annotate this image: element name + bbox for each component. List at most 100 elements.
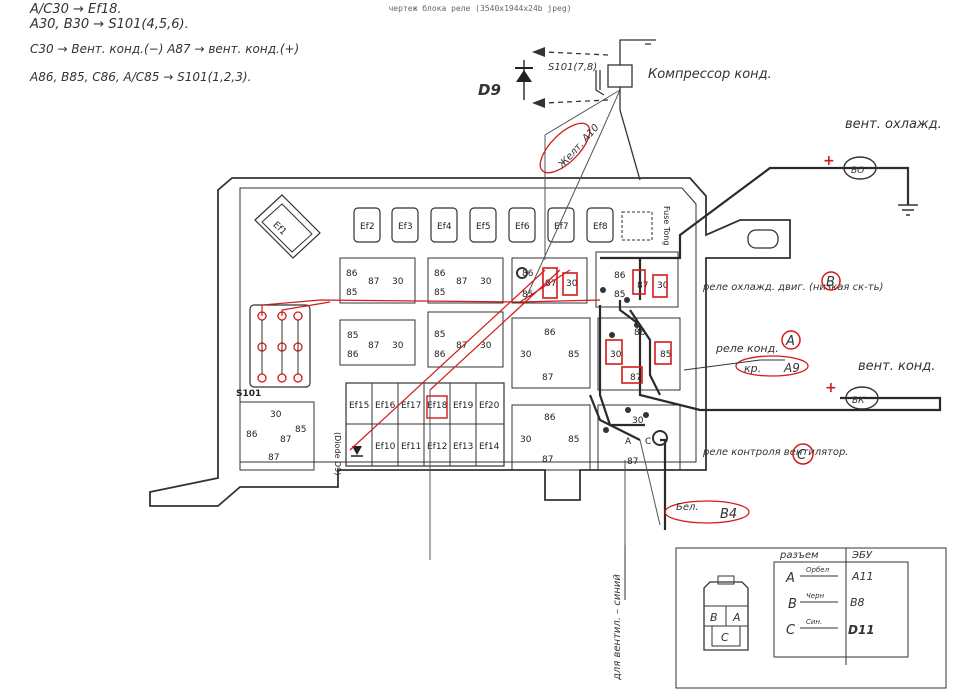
fuse-ef1: Ef1 bbox=[254, 194, 321, 259]
pin-30: 30 bbox=[657, 281, 669, 291]
compressor-assembly bbox=[544, 39, 656, 181]
pin-30: 30 bbox=[480, 341, 492, 351]
table-col1: разъем bbox=[779, 550, 819, 561]
table-row-c-wire: Син. bbox=[806, 618, 822, 626]
fan-radiator-plus: + bbox=[823, 153, 835, 169]
fan-condenser-symbol: ВК bbox=[852, 396, 865, 406]
fuse-ef7-label: Ef7 bbox=[554, 222, 569, 232]
fuse-grid: Ef15 Ef16 Ef17 Ef18 Ef19 Ef20 Ef10 Ef11 … bbox=[345, 382, 505, 467]
fuse-box-tab bbox=[747, 229, 779, 249]
fuse-ef3-label: Ef3 bbox=[398, 222, 413, 232]
pin-87: 87 bbox=[627, 457, 638, 467]
fuse-ef8 bbox=[586, 207, 614, 243]
vertical-label: для вентил. – синий bbox=[612, 574, 623, 681]
wire-red-annotation: кр. A9 bbox=[683, 355, 809, 377]
table-row-c-pin: C bbox=[786, 623, 796, 638]
pin-87: 87 bbox=[545, 279, 556, 289]
table-col2: ЭБУ bbox=[851, 550, 873, 561]
pin-30: 30 bbox=[632, 416, 644, 426]
top-fuse-row: Ef2 Ef3 Ef4 Ef5 Ef6 Ef7 Ef8 bbox=[353, 207, 614, 243]
circle-a-letter: A bbox=[785, 334, 795, 349]
pin-87: 87 bbox=[368, 277, 379, 287]
pin-87: 87 bbox=[542, 373, 553, 383]
pin-30: 30 bbox=[270, 410, 282, 420]
diode-d9-label: D9 bbox=[478, 81, 501, 99]
circle-c-letter: C bbox=[797, 448, 807, 463]
pin-table: разъем ЭБУ A Орбел A11 B Черн B8 C Син. … bbox=[675, 547, 947, 689]
pin-85: 85 bbox=[568, 350, 579, 360]
fuse-ef11-label: Ef11 bbox=[401, 442, 421, 452]
pin-highlights bbox=[542, 267, 672, 384]
fuse-ef7 bbox=[547, 207, 575, 243]
connector-pin-b: B bbox=[710, 611, 718, 624]
s101-connector: S101 bbox=[236, 304, 311, 399]
fuse-ef17-label: Ef17 bbox=[401, 401, 421, 411]
relay-b-label: реле охлажд. двиг. (низкая ск-ть) bbox=[702, 282, 883, 293]
pin-85: 85 bbox=[434, 288, 445, 298]
fuse-ef19-label: Ef19 bbox=[453, 401, 474, 411]
fuse-ef1-label: Ef1 bbox=[271, 220, 288, 237]
table-row-a-ecu: A11 bbox=[851, 570, 874, 583]
relay-c-label: реле контроля вентилятор. bbox=[702, 447, 849, 458]
switch-label: S101(7,8) bbox=[548, 62, 597, 73]
note-line-1: A/C30 → Ef18. bbox=[30, 2, 122, 17]
pin-85: 85 bbox=[346, 288, 357, 298]
pin-86: 86 bbox=[544, 413, 556, 423]
pin-86: 86 bbox=[434, 269, 446, 279]
pin-86: 86 bbox=[434, 350, 446, 360]
fan-radiator: ВО + bbox=[823, 153, 918, 216]
pin-85: 85 bbox=[347, 331, 358, 341]
compressor-label: Компрессор конд. bbox=[648, 67, 772, 82]
wires-pencil bbox=[429, 89, 661, 560]
pin-87: 87 bbox=[630, 373, 641, 383]
pin-87: 87 bbox=[542, 455, 553, 465]
fuse-ef8-label: Ef8 bbox=[593, 222, 608, 232]
pin-30: 30 bbox=[520, 435, 532, 445]
table-row-c-ecu: D11 bbox=[848, 623, 875, 637]
circle-b bbox=[821, 271, 841, 291]
pin-86: 86 bbox=[246, 430, 258, 440]
fuse-ef4 bbox=[430, 207, 458, 243]
fuse-ef14-label: Ef14 bbox=[479, 442, 500, 452]
note-line-2: A30, B30 → S101(4,5,6). bbox=[30, 17, 189, 32]
pin-85: 85 bbox=[614, 290, 625, 300]
pin-85: 85 bbox=[295, 425, 306, 435]
fuse-ef2-label: Ef2 bbox=[360, 222, 375, 232]
pin-87: 87 bbox=[268, 453, 279, 463]
pin-30: 30 bbox=[480, 277, 492, 287]
pin-87: 87 bbox=[368, 341, 379, 351]
table-row-a-wire: Орбел bbox=[806, 566, 830, 574]
wire-yellow-annotation: Желт. A10 bbox=[539, 122, 602, 174]
pin-87: 87 bbox=[280, 435, 291, 445]
table-row-a-pin: A bbox=[785, 571, 795, 586]
wire-white-dest: B4 bbox=[720, 507, 737, 522]
pin-86: 86 bbox=[346, 269, 358, 279]
fuse-ef6-label: Ef6 bbox=[515, 222, 530, 232]
ef18-highlight bbox=[426, 395, 448, 419]
wire-red-dest: A9 bbox=[783, 361, 800, 375]
fan-radiator-symbol: ВО bbox=[851, 166, 864, 176]
relay-small: 30 86 87 85 87 bbox=[239, 401, 315, 471]
relay-a-label: реле конд. bbox=[715, 342, 779, 355]
connector-dots bbox=[516, 267, 668, 446]
circle-c bbox=[792, 443, 814, 465]
fuse-ef13-label: Ef13 bbox=[453, 442, 473, 452]
fuse-ef5 bbox=[469, 207, 497, 243]
wire-white-annotation: Бел. B4 bbox=[664, 500, 750, 524]
fuse-ef2 bbox=[353, 207, 381, 243]
page-title: чертеж блока реле (3540x1944x24b jpeg) bbox=[388, 4, 572, 13]
pin-87: 87 bbox=[456, 341, 467, 351]
note-line-3: C30 → Вент. конд.(−) A87 → вент. конд.(+… bbox=[30, 42, 300, 56]
pin-86: 86 bbox=[544, 328, 556, 338]
circle-b-letter: B bbox=[826, 275, 835, 290]
fan-radiator-label: вент. охлажд. bbox=[845, 117, 942, 132]
table-row-b-ecu: B8 bbox=[850, 596, 865, 609]
fuse-tong-label: Fuse Tong bbox=[662, 206, 671, 245]
wire-white-label: Бел. bbox=[676, 502, 699, 513]
note-line-4: A86, B85, C86, A/C85 → S101(1,2,3). bbox=[30, 70, 252, 84]
fuse-ef3 bbox=[391, 207, 419, 243]
box-diode: (Diode D9) bbox=[333, 432, 363, 475]
pin-85: 85 bbox=[568, 435, 579, 445]
connector-pin-a: A bbox=[732, 611, 741, 624]
